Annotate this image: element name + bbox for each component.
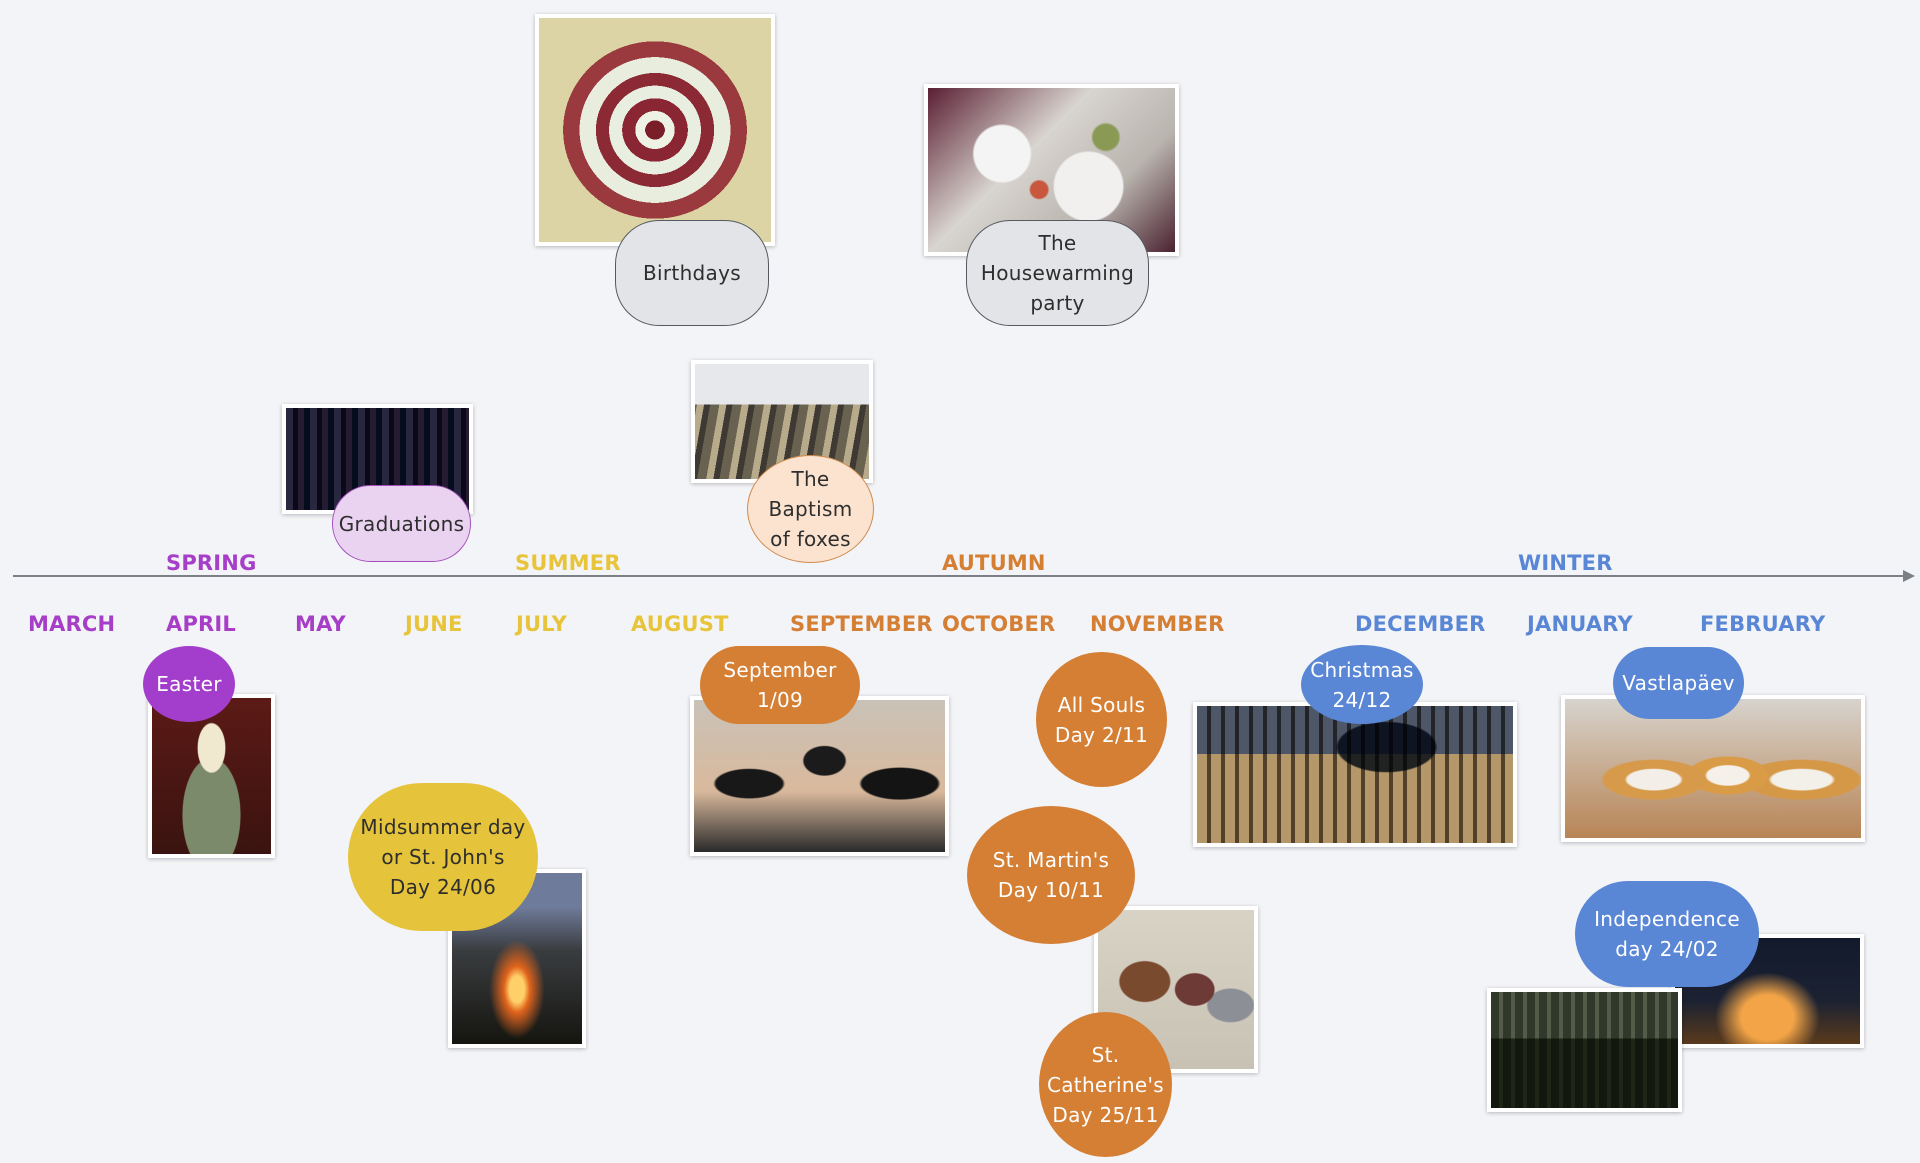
month-january: JANUARY: [1527, 612, 1633, 636]
banquet-table-photo: [924, 84, 1179, 256]
christmas-market-photo: [1193, 702, 1517, 847]
season-autumn: AUTUMN: [942, 551, 1046, 575]
month-april: APRIL: [166, 612, 237, 636]
event-birthdays: Birthdays: [615, 220, 769, 326]
event-christmas: Christmas 24/12: [1301, 645, 1423, 724]
event-baptism-of-foxes: The Baptism of foxes: [747, 455, 874, 563]
month-november: NOVEMBER: [1090, 612, 1225, 636]
event-graduations: Graduations: [332, 485, 471, 562]
event-september-first: September 1/09: [700, 646, 860, 724]
month-june: JUNE: [405, 612, 463, 636]
parade-photo: [1487, 988, 1682, 1112]
cream-buns-photo: [1561, 695, 1865, 842]
month-may: MAY: [295, 612, 346, 636]
event-st-martins-day: St. Martin's Day 10/11: [967, 806, 1135, 944]
season-spring: SPRING: [166, 551, 257, 575]
event-midsummer-day: Midsummer day or St. John's Day 24/06: [348, 783, 538, 931]
month-march: MARCH: [28, 612, 116, 636]
month-december: DECEMBER: [1355, 612, 1486, 636]
month-february: FEBRUARY: [1700, 612, 1826, 636]
event-independence-day: Independence day 24/02: [1575, 881, 1759, 987]
event-st-catherines-day: St. Catherine's Day 25/11: [1039, 1012, 1172, 1157]
season-summer: SUMMER: [515, 551, 621, 575]
easter-eggs-photo: [148, 694, 275, 858]
event-housewarming-party: The Housewarming party: [966, 220, 1149, 326]
event-all-souls-day: All Souls Day 2/11: [1036, 652, 1167, 787]
season-winter: WINTER: [1518, 551, 1613, 575]
month-october: OCTOBER: [942, 612, 1056, 636]
month-august: AUGUST: [631, 612, 729, 636]
month-september: SEPTEMBER: [790, 612, 933, 636]
timeline-axis: [13, 575, 1905, 577]
event-easter: Easter: [143, 646, 235, 722]
event-vastlapaev: Vastlapäev: [1613, 647, 1744, 719]
cake-photo: [535, 14, 775, 246]
timeline-arrow-icon: [1903, 570, 1915, 582]
month-july: JULY: [516, 612, 567, 636]
